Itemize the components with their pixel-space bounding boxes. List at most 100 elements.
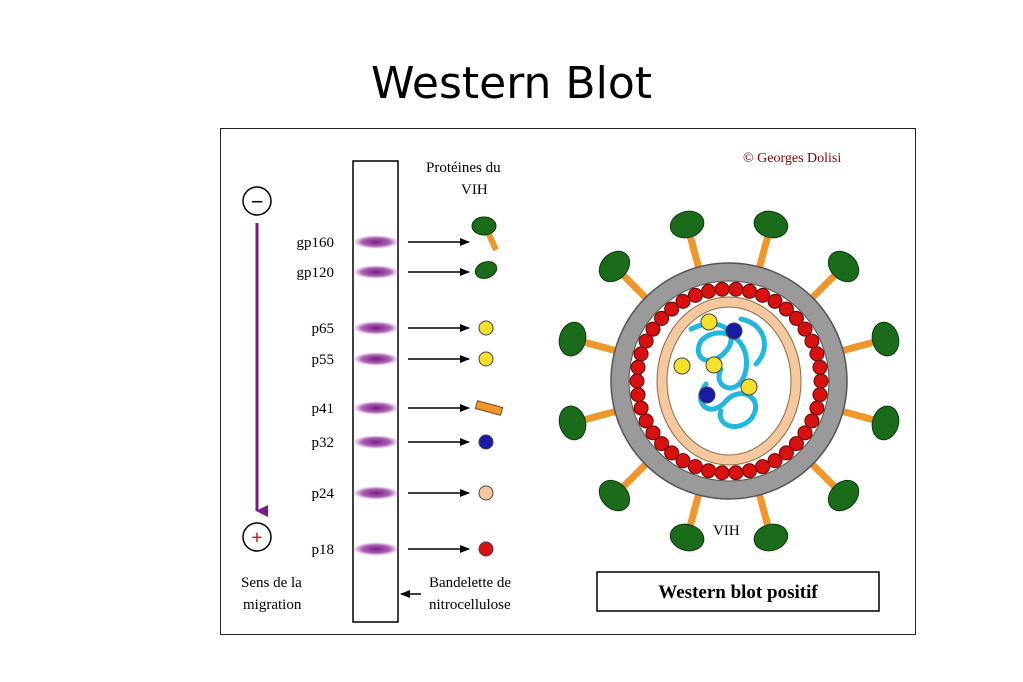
matrix-protein-ring [629,281,829,481]
matrix-bead-icon [630,359,646,375]
matrix-bead-icon [638,333,654,349]
matrix-bead-icon [767,453,783,469]
protein-gp120-icon [474,261,498,279]
band-p55 [352,352,400,366]
western-blot-figure: © Georges Dolisi − + Sens de la migratio… [220,128,916,635]
hiv-virion-illustration [558,210,900,552]
protein-p18-icon [478,541,494,557]
protein-p41-icon [474,400,504,416]
spike-knob-icon [827,479,860,512]
protease-icon [673,357,691,375]
virus-label: VIH [713,523,740,539]
figure-canvas: © Georges Dolisi − + Sens de la migratio… [241,151,900,623]
matrix-bead-icon [687,287,703,303]
matrix-bead-icon [741,283,757,299]
yellow-enzyme-2-icon [740,378,758,396]
spike-knob-icon [598,250,631,283]
protein-p32-icon [478,434,494,450]
strip-label-line1: Bandelette de [429,575,511,591]
matrix-bead-icon [778,445,794,461]
matrix-bead-icon [788,436,804,452]
band-label-gp120: gp120 [297,265,335,281]
proteins-header-line2: VIH [461,182,488,198]
matrix-bead-icon [809,400,825,416]
matrix-bead-icon [778,301,794,317]
matrix-bead-icon [812,387,828,403]
spike-knob-icon [827,250,860,283]
migration-label-line2: migration [243,597,302,613]
protein-p55-icon [478,351,494,367]
matrix-bead-icon [728,281,744,297]
protein-p24-icon [478,485,494,501]
strip-label-line2: nitrocellulose [429,597,511,613]
matrix-bead-icon [714,281,730,297]
band-label-p24: p24 [312,486,335,502]
matrix-bead-icon [804,333,820,349]
matrix-bead-icon [714,465,730,481]
band-label-p18: p18 [312,542,335,558]
matrix-bead-icon [654,310,670,326]
matrix-bead-icon [633,346,649,362]
blue-enzyme-icon [698,386,716,404]
band-gp160 [352,235,400,249]
band-labels: gp160 gp120 p65 p55 p41 p32 p24 p18 [297,235,335,558]
matrix-bead-icon [741,463,757,479]
band-arrows [408,238,470,553]
result-box-text: Western blot positif [658,582,818,603]
matrix-bead-icon [645,321,661,337]
migration-label-line1: Sens de la [241,575,302,591]
slide-title: Western Blot [370,58,652,109]
matrix-bead-icon [687,459,703,475]
matrix-bead-icon [813,373,829,389]
band-p32 [352,435,400,449]
matrix-bead-icon [804,413,820,429]
protein-p65-icon [478,320,494,336]
matrix-bead-icon [788,310,804,326]
minus-electrode-icon [242,186,272,216]
spike-knob-icon [598,479,631,512]
band-p41 [352,401,400,415]
spike-knob-icon [669,210,705,239]
band-gp120 [352,265,400,279]
matrix-bead-icon [630,387,646,403]
matrix-bead-icon [755,287,771,303]
plus-electrode-icon [242,522,272,552]
band-label-p32: p32 [312,435,335,451]
yellow-enzyme-icon [705,356,723,374]
band-label-p41: p41 [312,401,335,417]
matrix-bead-icon [633,400,649,416]
matrix-bead-icon [675,293,691,309]
matrix-bead-icon [645,425,661,441]
matrix-bead-icon [812,359,828,375]
spike-knob-icon [669,523,705,552]
matrix-bead-icon [664,445,680,461]
matrix-bead-icon [675,453,691,469]
plus-sign: + [251,527,262,549]
matrix-bead-icon [728,465,744,481]
band-label-p55: p55 [312,352,335,368]
matrix-bead-icon [654,436,670,452]
copyright-text: © Georges Dolisi [743,151,841,166]
reverse-transcriptase-icon [700,313,718,331]
matrix-bead-icon [638,413,654,429]
matrix-bead-icon [664,301,680,317]
band-p65 [352,321,400,335]
integrase-icon [725,322,743,340]
band-p18 [352,542,400,556]
matrix-bead-icon [701,283,717,299]
matrix-bead-icon [755,459,771,475]
matrix-bead-icon [701,463,717,479]
spike-knob-icon [753,210,789,239]
spike-knob-icon [753,523,789,552]
band-label-p65: p65 [312,321,335,337]
matrix-bead-icon [797,321,813,337]
matrix-bead-icon [809,346,825,362]
result-box [596,571,880,612]
protein-gp160-icon [471,216,499,252]
matrix-bead-icon [797,425,813,441]
minus-sign: − [251,189,264,214]
matrix-bead-icon [629,373,645,389]
spike-knob-icon [558,405,587,441]
bands-layer [352,235,400,556]
band-label-gp160: gp160 [297,235,335,251]
